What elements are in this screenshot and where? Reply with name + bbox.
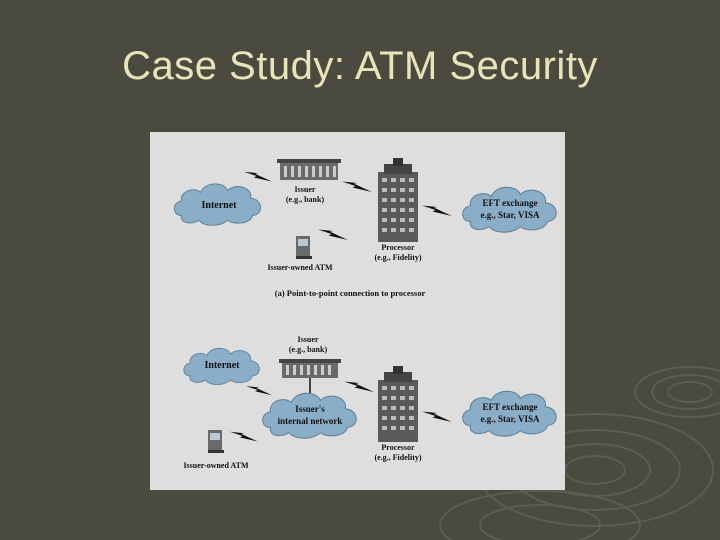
internet-label-a: Internet — [202, 200, 238, 211]
link-bolt-internet-network-b — [246, 386, 272, 396]
processor-label-b: Processor — [381, 443, 415, 452]
link-bolt-processor-eft-a — [422, 205, 452, 216]
atm-icon-b — [208, 430, 224, 453]
eft-label-line1-a: EFT exchange — [482, 198, 537, 208]
atm-icon-a — [296, 236, 312, 259]
eft-label-line1-b: EFT exchange — [482, 402, 537, 412]
network-label-line1-b: Issuer's — [295, 404, 325, 414]
eft-label-line2-a: e.g., Star, VISA — [480, 210, 540, 220]
atm-label-a: Issuer-owned ATM — [267, 263, 333, 272]
link-bolt-atm-processor-a — [318, 229, 348, 240]
issuer-label-a: Issuer — [295, 185, 316, 194]
bank-icon-a — [277, 159, 341, 180]
issuer-sub-label-b: (e.g., bank) — [289, 345, 328, 354]
eft-label-line2-b: e.g., Star, VISA — [480, 414, 540, 424]
slide-title: Case Study: ATM Security — [122, 44, 598, 88]
processor-building-icon-b — [378, 366, 418, 442]
issuer-sub-label-a: (e.g., bank) — [286, 195, 325, 204]
processor-sub-label-a: (e.g., Fidelity) — [374, 253, 421, 262]
processor-sub-label-b: (e.g., Fidelity) — [374, 453, 421, 462]
link-bolt-atm-network-b — [230, 431, 258, 442]
atm-network-figure: Internet Issuer (e.g., bank) Processor (… — [150, 132, 565, 490]
internet-label-b: Internet — [205, 360, 241, 371]
network-label-line2-b: internal network — [278, 416, 343, 426]
link-bolt-issuer-processor-a — [342, 181, 372, 192]
bank-icon-b — [279, 359, 341, 378]
issuer-label-b: Issuer — [298, 335, 319, 344]
atm-label-b: Issuer-owned ATM — [183, 461, 249, 470]
link-bolt-internet-issuer-a — [244, 171, 272, 182]
processor-label-a: Processor — [381, 243, 415, 252]
link-bolt-network-processor-b — [344, 381, 374, 392]
caption-a: (a) Point-to-point connection to process… — [275, 288, 426, 298]
processor-building-icon-a — [378, 158, 418, 242]
link-bolt-processor-eft-b — [422, 411, 452, 422]
